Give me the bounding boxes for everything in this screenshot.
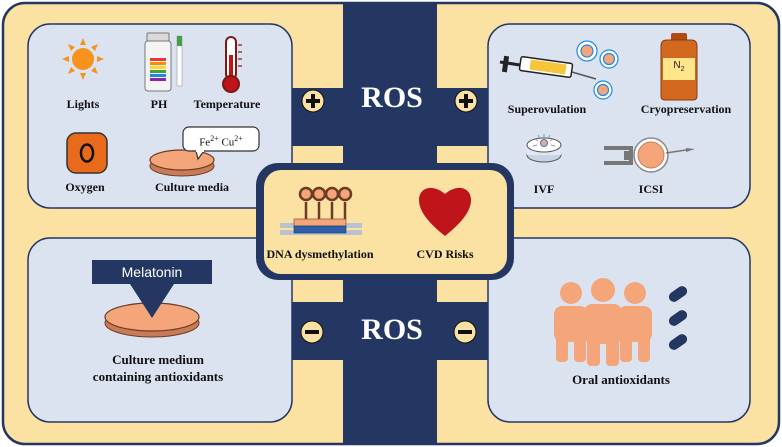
dna-methylation-icon xyxy=(280,186,362,235)
syringe-icon xyxy=(499,55,597,80)
plus-icon-left xyxy=(301,89,325,113)
melatonin-label: Melatonin xyxy=(121,264,183,280)
label-superovulation: Superovulation xyxy=(507,102,587,116)
ion-label: Fe2+ Cu2+ xyxy=(199,134,243,149)
plus-icon-right xyxy=(454,89,478,113)
oxygen-icon xyxy=(66,132,108,174)
label-cryopreservation: Cryopreservation xyxy=(640,102,732,116)
pills-icon xyxy=(668,286,688,350)
label-ivf: IVF xyxy=(533,182,555,196)
label-oxygen: Oxygen xyxy=(65,180,105,194)
cryo-tank-icon xyxy=(660,33,698,101)
petri-dish-icon xyxy=(149,149,215,177)
minus-icon-right xyxy=(453,320,477,344)
heart-icon xyxy=(419,187,471,236)
label-containing-antioxidants: containing antioxidants xyxy=(92,369,224,384)
sun-icon xyxy=(62,38,104,80)
label-temperature: Temperature xyxy=(193,97,261,111)
thermometer-icon xyxy=(222,36,242,93)
label-lights: Lights xyxy=(66,97,100,111)
speech-bubble-icon xyxy=(182,126,260,161)
label-culture-media: Culture media xyxy=(154,180,230,194)
icsi-icon xyxy=(604,137,695,173)
people-icon xyxy=(554,278,652,366)
minus-icon-left xyxy=(300,320,324,344)
label-culture-medium: Culture medium xyxy=(112,352,204,367)
label-ph: PH xyxy=(150,97,168,111)
ros-label-top: ROS xyxy=(361,81,423,114)
n2-label: N2 xyxy=(673,60,685,73)
ivf-dish-icon xyxy=(526,134,562,163)
label-icsi: ICSI xyxy=(638,182,664,196)
ph-kit-icon xyxy=(144,32,183,92)
ros-label-bottom: ROS xyxy=(361,313,423,346)
melatonin-arrow-icon xyxy=(92,260,212,318)
label-dna-dysmethylation: DNA dysmethylation xyxy=(266,247,374,261)
label-cvd-risks: CVD Risks xyxy=(416,247,474,261)
oocyte-cells-icon xyxy=(576,40,619,100)
label-oral-antioxidants: Oral antioxidants xyxy=(572,372,670,387)
